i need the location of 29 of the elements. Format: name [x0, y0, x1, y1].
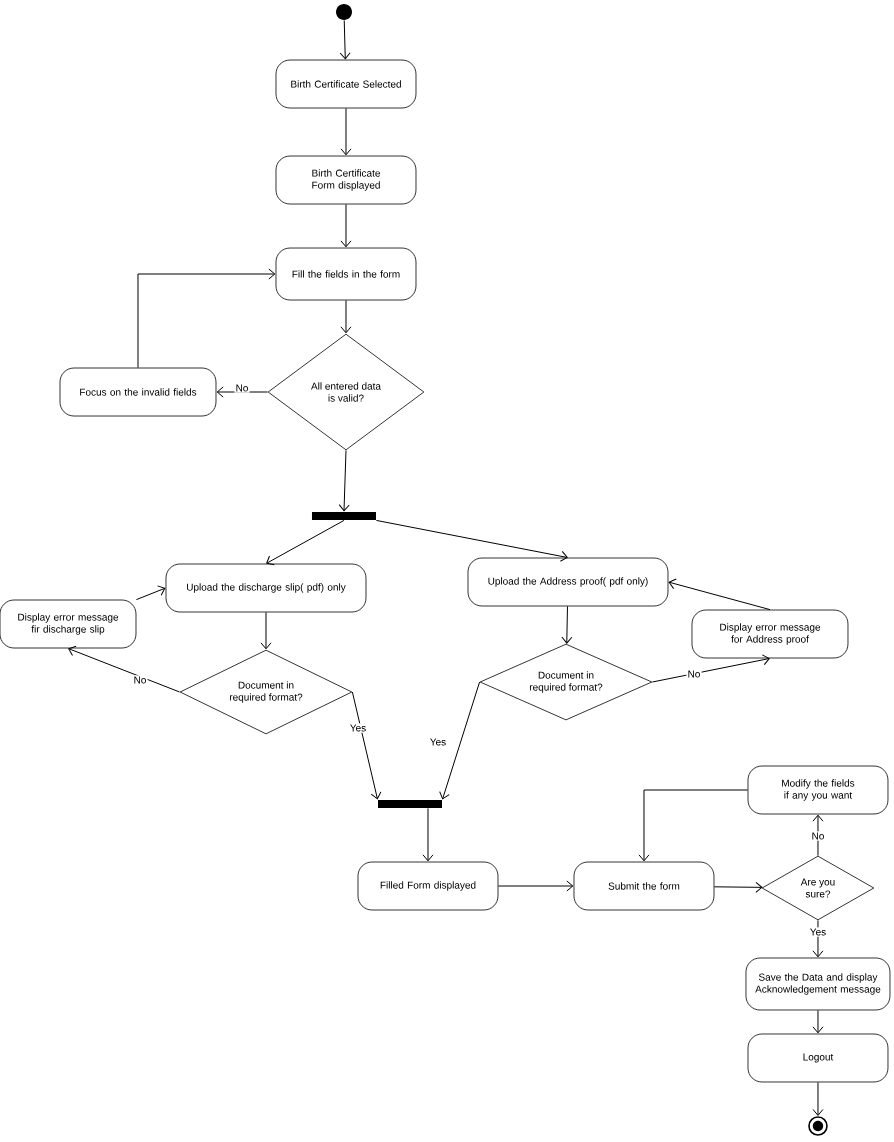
- arrow: [260, 611, 272, 650]
- arrow: [497, 880, 574, 892]
- arrow: [340, 203, 352, 248]
- arrow: [422, 807, 434, 862]
- arrow: [68, 645, 181, 693]
- arrow: [812, 1009, 824, 1034]
- arrow: [216, 386, 269, 398]
- arrow: [340, 107, 352, 156]
- arrow: [339, 19, 351, 60]
- arrow: [439, 681, 481, 800]
- arrow: [351, 691, 382, 800]
- arrow: [137, 268, 276, 369]
- arrow: [135, 585, 166, 601]
- arrow: [713, 881, 763, 893]
- arrow: [812, 1081, 824, 1116]
- sync-bar: [378, 800, 442, 808]
- arrow: [340, 299, 352, 334]
- arrow: [266, 519, 345, 566]
- arrow: [668, 578, 771, 611]
- end-node: [808, 1116, 828, 1136]
- arrow: [338, 449, 350, 512]
- arrow: [812, 814, 824, 857]
- sync-bar: [312, 512, 376, 520]
- arrow: [638, 789, 749, 862]
- start-node: [336, 4, 352, 20]
- arrow: [375, 519, 568, 562]
- arrow: [651, 654, 770, 683]
- arrow: [561, 605, 573, 644]
- arrow: [812, 919, 824, 958]
